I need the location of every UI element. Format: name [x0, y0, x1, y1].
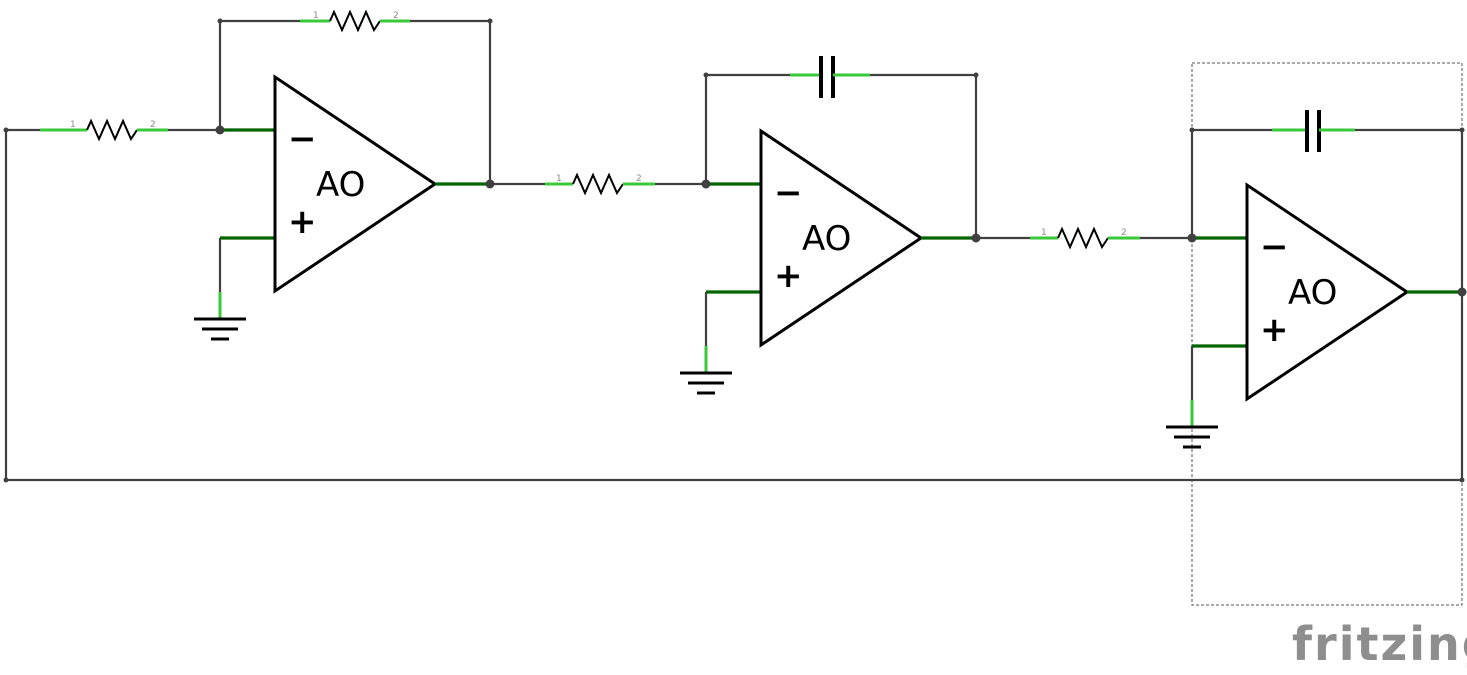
opamp-2-plus: +	[774, 256, 803, 296]
resistor-stage3-pin2: 2	[1121, 228, 1127, 238]
wire-stage3-cap-right[interactable]	[1398, 128, 1464, 292]
opamp-2-label: AO	[802, 219, 851, 259]
junction-stage2-out[interactable]	[971, 233, 981, 243]
resistor-stage3-pin1: 1	[1041, 228, 1047, 238]
opamp-1-label: AO	[316, 165, 365, 205]
junction-stage1-in[interactable]	[215, 125, 225, 135]
opamp-3-plus: +	[1260, 310, 1289, 350]
capacitor-stage3[interactable]	[1240, 110, 1398, 152]
wire-feedback-loop[interactable]	[4, 130, 1464, 482]
opamp-2-minus: −	[774, 173, 803, 213]
junction-stage3-in[interactable]	[1187, 233, 1197, 243]
resistor-feedback-pin2: 2	[393, 11, 399, 21]
wire-stage3-cap-left[interactable]	[1190, 128, 1240, 238]
resistor-input-pin1: 1	[70, 120, 76, 130]
resistor-input-pin2: 2	[150, 120, 156, 130]
ground-symbol-2[interactable]	[680, 346, 732, 395]
opamp-1-plus: +	[288, 202, 317, 242]
wires	[4, 19, 1464, 482]
resistor-input[interactable]: 1 2	[40, 118, 220, 142]
opamp-1-minus: −	[288, 119, 317, 159]
resistor-stage2-pin1: 1	[556, 174, 562, 184]
wire-stage1-feedback-right[interactable]	[410, 19, 492, 184]
opamp-1[interactable]: − + AO	[220, 74, 490, 294]
opamp-3-label: AO	[1288, 273, 1337, 313]
resistor-feedback-pin1: 1	[313, 11, 319, 21]
resistor-stage2[interactable]: 1 2	[545, 172, 655, 196]
junction-nodes	[3, 18, 1467, 483]
resistor-feedback[interactable]: 1 2	[300, 9, 410, 33]
junction-stage3-out[interactable]	[1457, 287, 1467, 297]
opamp-3[interactable]: − + AO	[1192, 182, 1462, 402]
capacitor-stage2[interactable]	[790, 56, 870, 98]
ground-symbol-3[interactable]	[1166, 400, 1218, 449]
resistor-stage3[interactable]: 1 2	[1030, 226, 1140, 250]
fritzing-logo: fritzing	[1292, 617, 1467, 671]
opamp-3-minus: −	[1260, 227, 1289, 267]
ground-symbol-1[interactable]	[194, 292, 246, 341]
junction-stage1-out[interactable]	[485, 179, 495, 189]
opamp-2[interactable]: − + AO	[706, 128, 976, 348]
junction-stage2-in[interactable]	[701, 179, 711, 189]
resistor-stage2-pin2: 2	[636, 174, 642, 184]
